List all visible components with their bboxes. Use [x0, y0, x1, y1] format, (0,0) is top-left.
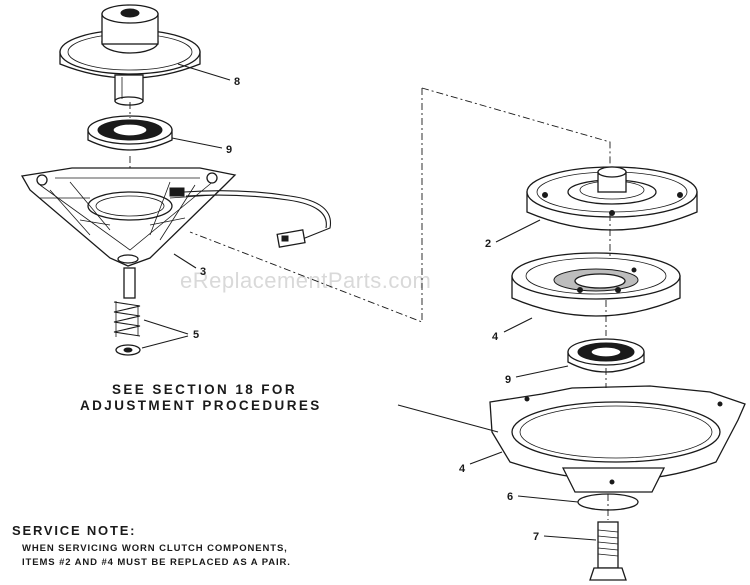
callout-6: 6 — [507, 491, 513, 503]
section-note-line1: SEE SECTION 18 FOR — [112, 382, 297, 397]
section-note: SEE SECTION 18 FOR ADJUSTMENT PROCEDURES — [80, 382, 322, 413]
part-4-clutch-plate-upper — [511, 252, 681, 317]
callout-2: 2 — [485, 238, 491, 250]
callout-7: 7 — [533, 531, 539, 543]
callout-8: 8 — [234, 76, 240, 88]
part-3-bracket — [20, 167, 332, 267]
part-9-bearing-upper — [87, 115, 173, 151]
callout-4-upper: 4 — [492, 331, 499, 343]
callout-9-lower: 9 — [505, 374, 511, 386]
part-8-pulley — [59, 4, 201, 106]
part-4-brake-housing — [489, 385, 746, 493]
callout-5: 5 — [193, 329, 199, 341]
part-7-bolt — [589, 521, 627, 581]
part-9-bearing-lower — [567, 338, 645, 373]
callout-3: 3 — [200, 266, 206, 278]
section-note-line2: ADJUSTMENT PROCEDURES — [80, 398, 322, 413]
part-2-clutch-drum — [526, 166, 698, 231]
callout-4-lower: 4 — [459, 463, 466, 475]
callout-9-upper: 9 — [226, 144, 232, 156]
service-note-title: SERVICE NOTE: — [12, 523, 136, 538]
watermark-text: eReplacementParts.com — [180, 268, 431, 293]
part-5-spring-washer — [113, 301, 141, 356]
service-note-line2: ITEMS #2 AND #4 MUST BE REPLACED AS A PA… — [22, 557, 291, 568]
service-note: SERVICE NOTE: WHEN SERVICING WORN CLUTCH… — [12, 523, 291, 568]
service-note-line1: WHEN SERVICING WORN CLUTCH COMPONENTS, — [22, 543, 288, 554]
